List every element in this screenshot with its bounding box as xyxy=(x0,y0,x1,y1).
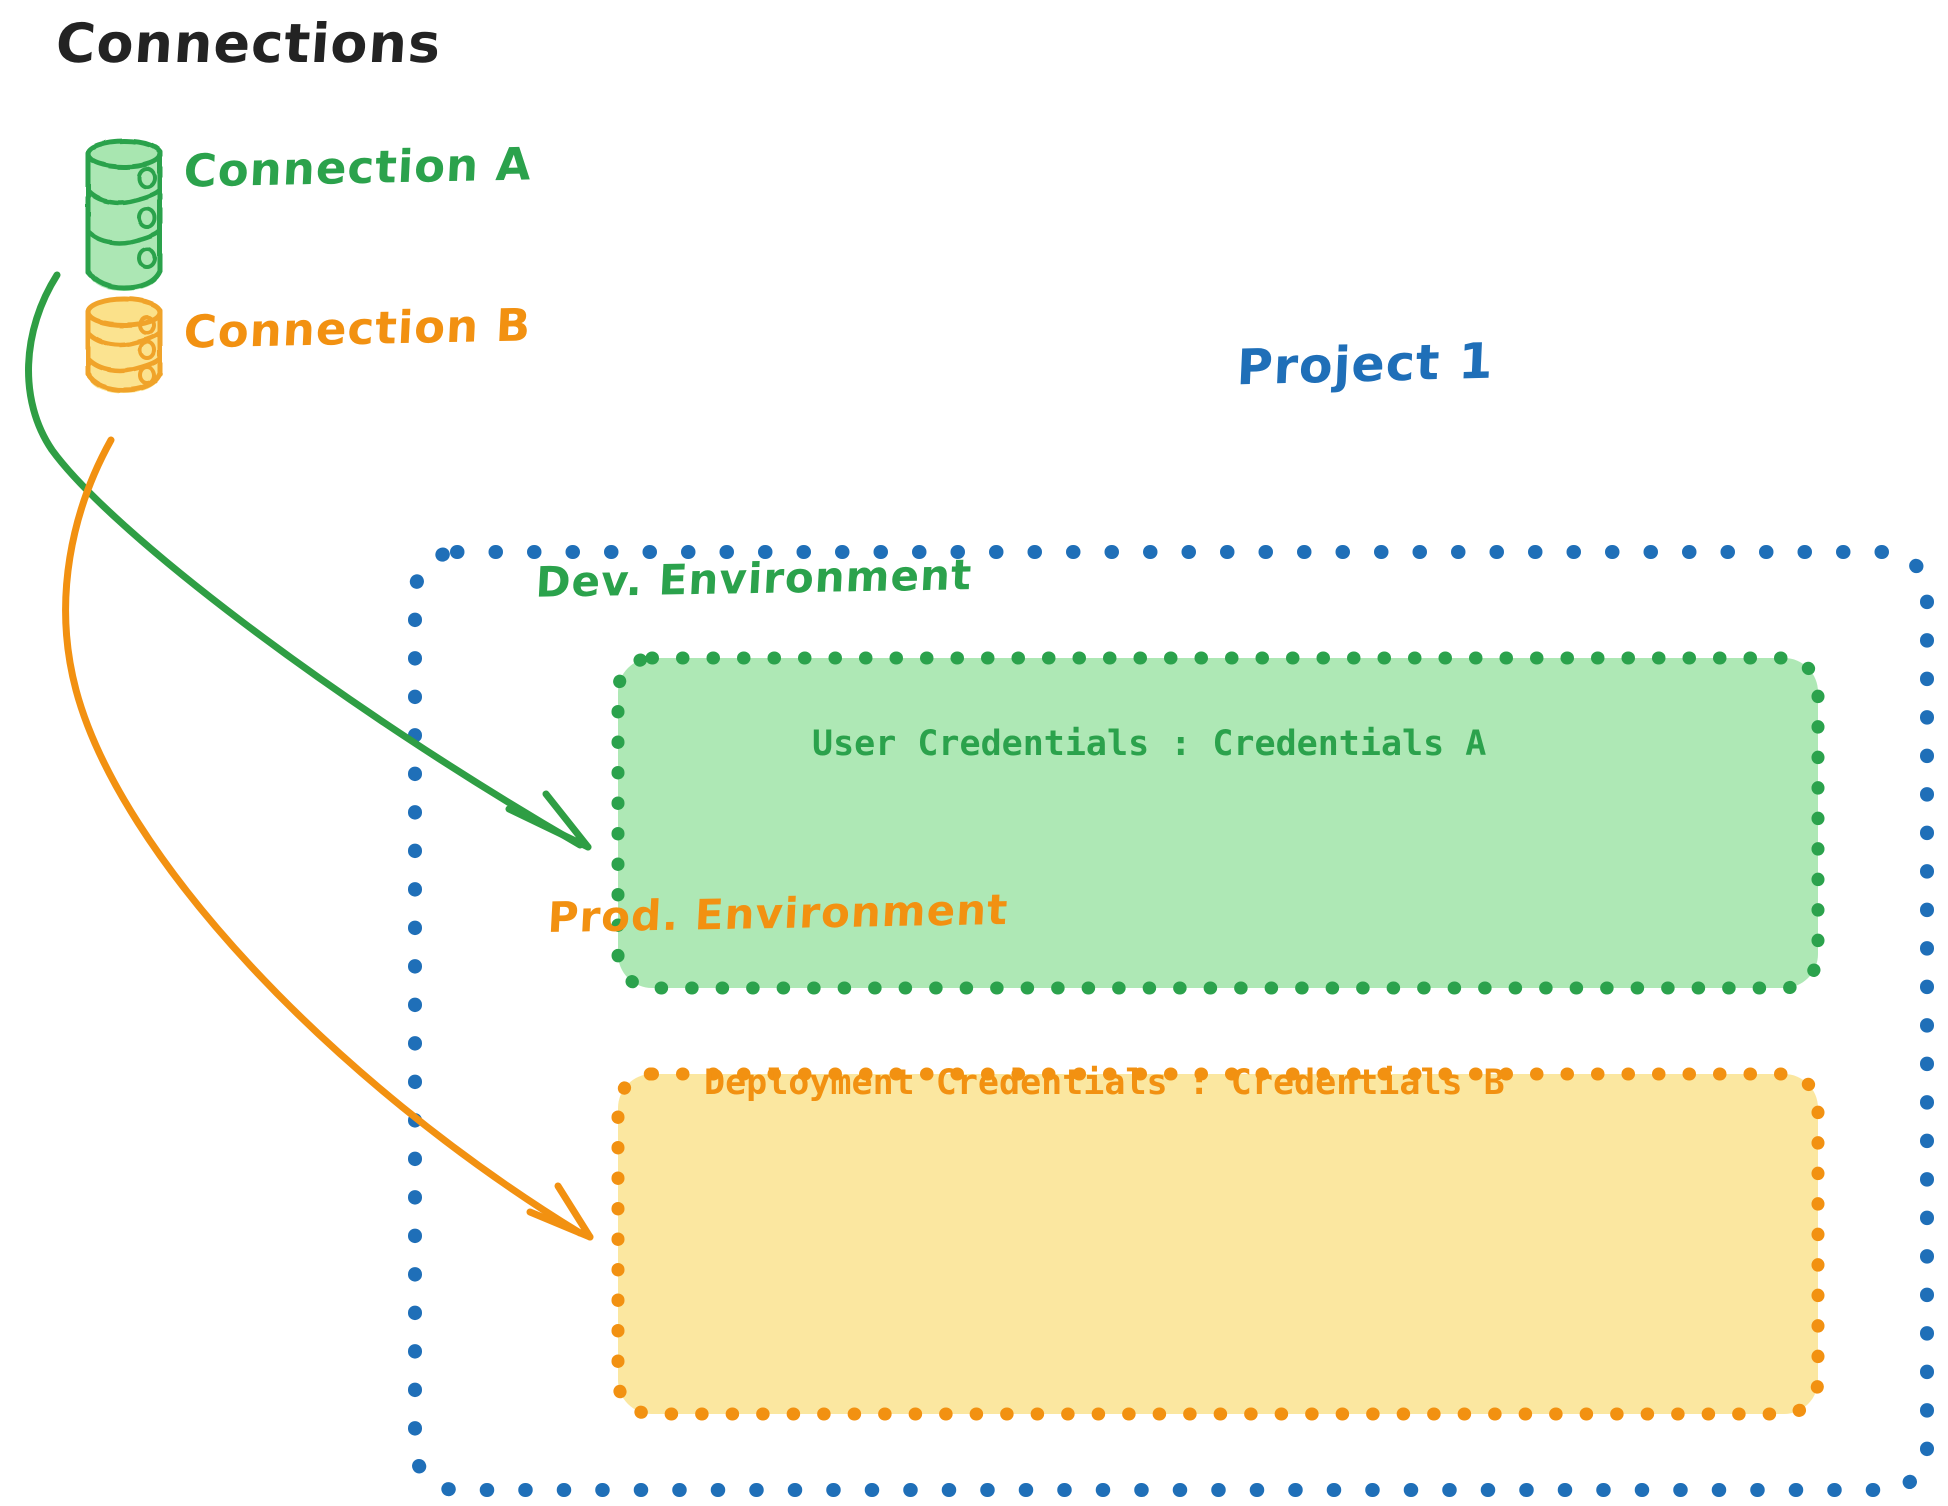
dev-environment-box[interactable] xyxy=(618,658,1818,988)
project-container xyxy=(408,545,1934,1497)
edge-connection-a-to-dev xyxy=(25,271,592,851)
edge-connection-b-to-prod xyxy=(62,436,594,1241)
connection-b-database-icon[interactable] xyxy=(85,296,163,393)
prod-environment-box[interactable] xyxy=(618,1074,1818,1414)
dev-environment-border xyxy=(611,651,1825,995)
prod-environment-border xyxy=(611,1067,1825,1421)
connection-a-database-icon[interactable] xyxy=(85,138,163,291)
